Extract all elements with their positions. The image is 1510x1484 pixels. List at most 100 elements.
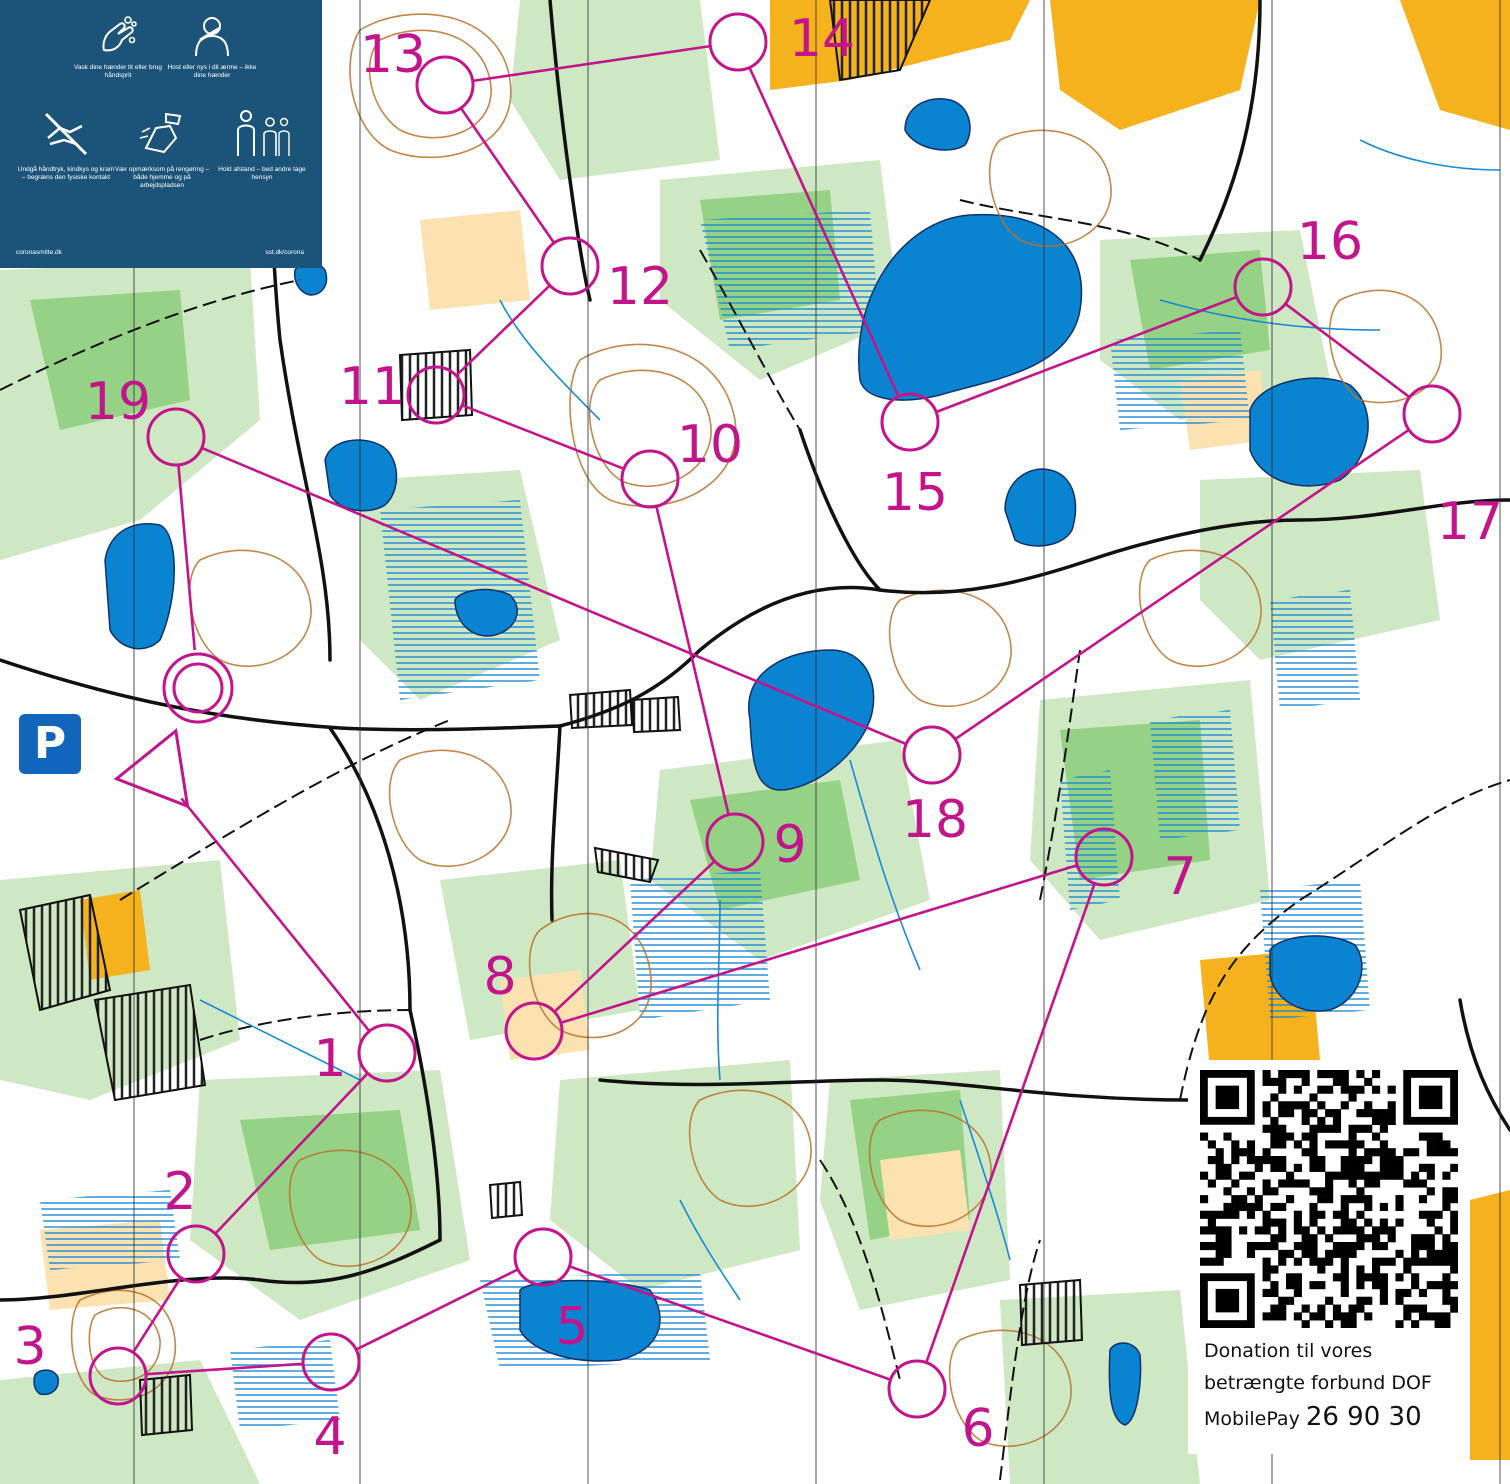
qr-module (1254, 1156, 1263, 1165)
qr-module (1286, 1296, 1295, 1305)
qr-module (1286, 1070, 1295, 1079)
qr-module (1340, 1320, 1349, 1328)
course-leg-20 (177, 464, 196, 651)
qr-module (1317, 1116, 1326, 1126)
control-number-15: 15 (882, 463, 948, 523)
qr-module (1348, 1085, 1357, 1094)
qr-module (1286, 1109, 1295, 1118)
qr-module (1309, 1210, 1318, 1219)
qr-module (1442, 1320, 1451, 1328)
qr-module (1426, 1140, 1435, 1149)
qr-module (1309, 1163, 1318, 1172)
qr-module (1379, 1116, 1388, 1126)
qr-module (1364, 1234, 1373, 1243)
qr-module (1418, 1132, 1428, 1141)
control-circle-12 (540, 236, 600, 296)
parking-sign: P (19, 714, 81, 774)
qr-module (1403, 1288, 1412, 1298)
qr-module (1215, 1156, 1224, 1165)
qr-module (1434, 1148, 1443, 1157)
qr-module (1364, 1077, 1373, 1086)
qr-module (1340, 1242, 1349, 1251)
qr-module (1372, 1281, 1381, 1290)
qr-module (1270, 1265, 1279, 1274)
qr-module (1442, 1202, 1451, 1212)
qr-module (1442, 1140, 1451, 1149)
qr-module (1254, 1195, 1263, 1204)
corona-tip-cough-sleeve: Host eller nys i dit ærme – ikke dine hæ… (162, 14, 262, 80)
qr-module (1418, 1210, 1428, 1219)
qr-module (1395, 1296, 1404, 1305)
qr-module (1262, 1109, 1271, 1118)
qr-module (1411, 1242, 1420, 1251)
qr-module (1278, 1202, 1287, 1212)
qr-module (1278, 1257, 1287, 1266)
qr-module (1418, 1179, 1428, 1188)
qr-module (1332, 1249, 1342, 1258)
qr-module (1278, 1140, 1287, 1149)
qr-module (1309, 1202, 1318, 1212)
qr-module (1356, 1242, 1365, 1251)
control-circle-14 (708, 12, 768, 72)
qr-module (1434, 1312, 1443, 1321)
qr-module (1301, 1226, 1310, 1235)
qr-module (1387, 1148, 1396, 1157)
distance-icon (237, 110, 290, 156)
qr-module (1340, 1101, 1349, 1110)
corona-footer-left: coronasmitte.dk (16, 249, 62, 256)
qr-module (1387, 1171, 1396, 1180)
qr-module (1286, 1179, 1295, 1188)
qr-module (1317, 1257, 1326, 1266)
qr-module (1372, 1273, 1381, 1282)
qr-module (1309, 1093, 1318, 1102)
qr-module (1379, 1281, 1388, 1290)
qr-module (1278, 1077, 1287, 1086)
donation-panel: Donation til vores betrængte forbund DOF… (1188, 1060, 1470, 1454)
qr-module (1262, 1124, 1271, 1133)
qr-module (1372, 1085, 1381, 1094)
course-leg-5 (355, 1268, 519, 1351)
control-number-7: 7 (1163, 847, 1196, 907)
qr-module (1418, 1242, 1428, 1251)
qr-module (1262, 1242, 1271, 1251)
qr-module (1340, 1288, 1349, 1298)
control-number-10: 10 (677, 415, 743, 475)
qr-module (1325, 1179, 1334, 1188)
qr-module (1317, 1163, 1326, 1172)
qr-module (1246, 1187, 1256, 1196)
qr-module (1293, 1070, 1302, 1079)
qr-module (1340, 1218, 1349, 1227)
qr-module (1301, 1101, 1310, 1110)
qr-module (1207, 1226, 1216, 1235)
qr-module (1246, 1148, 1256, 1157)
qr-module (1450, 1195, 1458, 1204)
qr-module (1379, 1202, 1388, 1212)
qr-module (1215, 1171, 1224, 1180)
qr-module (1332, 1304, 1342, 1313)
control-circle-2 (166, 1224, 226, 1284)
qr-module (1317, 1312, 1326, 1321)
qr-module (1379, 1257, 1388, 1266)
qr-module (1379, 1273, 1388, 1282)
qr-module (1317, 1304, 1326, 1313)
qr-module (1207, 1140, 1216, 1149)
qr-module (1356, 1109, 1365, 1118)
qr-module (1278, 1179, 1287, 1188)
qr-module (1426, 1163, 1435, 1172)
qr-module (1207, 1179, 1216, 1188)
qr-module (1364, 1312, 1373, 1321)
control-number-17: 17 (1437, 492, 1503, 552)
qr-module (1286, 1195, 1295, 1204)
control-circle-19 (146, 407, 206, 467)
qr-module (1395, 1163, 1404, 1172)
qr-module (1332, 1070, 1342, 1079)
qr-module (1286, 1132, 1295, 1141)
qr-module (1270, 1304, 1279, 1313)
qr-module (1364, 1148, 1373, 1157)
qr-module (1325, 1257, 1334, 1266)
corona-tip-no-handshake: Undgå håndtryk, kindkys og kram – begræn… (16, 108, 116, 182)
qr-module (1309, 1132, 1318, 1141)
qr-module (1332, 1273, 1342, 1282)
qr-module (1246, 1242, 1256, 1251)
qr-module (1207, 1218, 1216, 1227)
